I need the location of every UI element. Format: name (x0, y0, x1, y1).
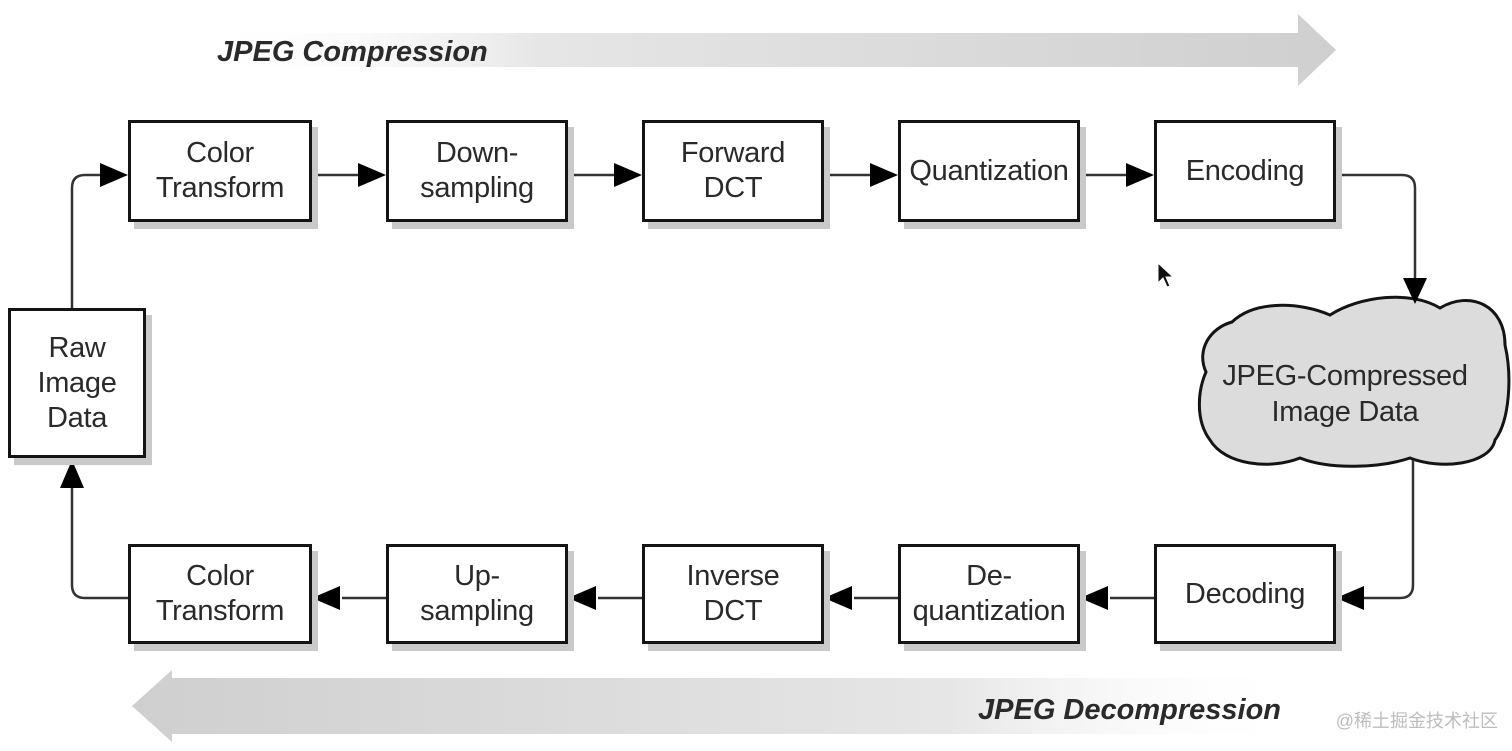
box-label-line: Quantization (909, 154, 1069, 187)
arrowhead (1403, 278, 1427, 304)
arrowhead (824, 586, 852, 610)
decompression-banner-arrow (132, 670, 1300, 742)
mouse-cursor-icon (1157, 261, 1175, 288)
box-label-line: Color (186, 560, 254, 592)
raw-image-data-box: Raw Image Data (8, 308, 146, 458)
box-label-line: Data (46, 401, 108, 434)
box-label-line: Down- (435, 137, 519, 169)
box-label-line: Image (37, 366, 117, 399)
box-label-line: sampling (420, 595, 534, 627)
arrowhead (614, 163, 642, 187)
compression-banner-label: JPEG Compression (217, 36, 488, 68)
box-label-line: Decoding (1184, 577, 1306, 610)
arrowhead (100, 163, 128, 187)
box-label-line: Encoding (1185, 154, 1305, 187)
compressed-data-label: JPEG-Compressed Image Data (1205, 358, 1485, 430)
box-label-line: DCT (703, 595, 763, 627)
upsampling-box: Up- sampling (386, 544, 568, 644)
decompression-banner-label: JPEG Decompression (978, 694, 1281, 726)
box-label-line: DCT (703, 172, 763, 204)
decompression-connectors (70, 460, 1415, 600)
downsampling-box: Down- sampling (386, 120, 568, 222)
arrowheads (60, 163, 1427, 610)
dequantization-box: De- quantization (898, 544, 1080, 644)
arrowhead (1336, 586, 1364, 610)
box-label-line: Transform (155, 595, 285, 627)
box-label-line: quantization (912, 595, 1066, 627)
arrowhead (312, 586, 340, 610)
decoding-box: Decoding (1154, 544, 1336, 644)
cloud-label-line: JPEG-Compressed (1222, 360, 1468, 392)
box-label-line: Inverse (686, 560, 780, 592)
compressed-data-cloud (1197, 295, 1511, 468)
inverse-dct-box: Inverse DCT (642, 544, 824, 644)
compression-connectors (70, 173, 1417, 308)
arrowhead (568, 586, 596, 610)
forward-dct-box: Forward DCT (642, 120, 824, 222)
arrowhead (1126, 163, 1154, 187)
arrowhead (358, 163, 386, 187)
arrowhead (1080, 586, 1108, 610)
box-label-line: Up- (454, 560, 500, 592)
quantization-box: Quantization (898, 120, 1080, 222)
box-label-line: De- (966, 560, 1012, 592)
watermark: @稀土掘金技术社区 (1335, 711, 1498, 731)
cloud-label-line: Image Data (1271, 396, 1419, 428)
box-label-line: Forward (680, 137, 786, 169)
box-label-line: sampling (420, 172, 534, 204)
arrowhead (60, 460, 84, 488)
encoding-box: Encoding (1154, 120, 1336, 222)
arrowhead (870, 163, 898, 187)
box-label-line: Transform (155, 172, 285, 204)
compression-banner-arrow (200, 14, 1336, 86)
color-transform-inverse-box: Color Transform (128, 544, 312, 644)
color-transform-box: Color Transform (128, 120, 312, 222)
box-label-line: Color (186, 137, 254, 169)
box-label-line: Raw (48, 331, 106, 364)
